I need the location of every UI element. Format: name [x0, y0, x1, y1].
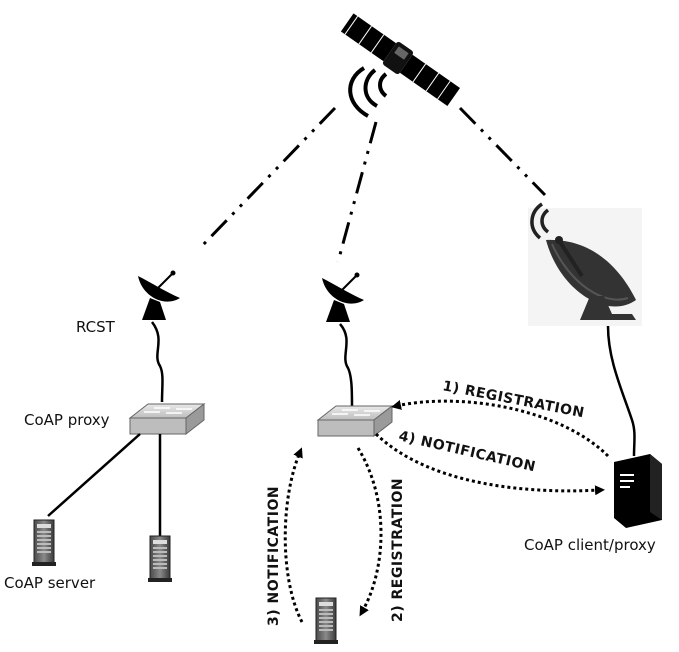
arrow-2-registration [356, 447, 383, 617]
label-1-registration: 1) REGISTRATION [441, 378, 586, 421]
coap-client-server-icon [614, 454, 662, 528]
rcst-label: RCST [76, 318, 116, 336]
server-icon-2 [147, 535, 173, 583]
middle-switch-icon [317, 405, 393, 437]
coap-server-icon [31, 519, 57, 567]
satellite-icon [340, 13, 461, 118]
sat-link-middle [336, 121, 378, 263]
rcst-dish-icon [137, 269, 181, 321]
coap-client-label: CoAP client/proxy [524, 536, 656, 554]
sat-link-right [458, 106, 547, 197]
arrow-3-notification [283, 447, 304, 623]
sat-link-left [198, 106, 337, 250]
arrow-1-registration [391, 399, 610, 458]
middle-server-icon [313, 597, 339, 645]
label-4-notification: 4) NOTIFICATION [397, 428, 537, 475]
coap-proxy-label: CoAP proxy [24, 411, 110, 429]
coap-proxy-switch-icon [129, 403, 205, 435]
rcst-cable [150, 321, 164, 403]
label-3-notification: 3) NOTIFICATION [266, 486, 282, 626]
middle-dish-icon [321, 271, 365, 323]
label-2-registration: 2) REGISTRATION [390, 478, 406, 622]
proxy-to-server-cable-1 [47, 433, 141, 517]
satellite-links [198, 106, 547, 263]
coap-server-label: CoAP server [4, 574, 96, 592]
client-cable [606, 325, 636, 457]
large-dish-icon [528, 202, 642, 326]
middle-cable [339, 323, 354, 409]
message-arrows [283, 399, 610, 623]
